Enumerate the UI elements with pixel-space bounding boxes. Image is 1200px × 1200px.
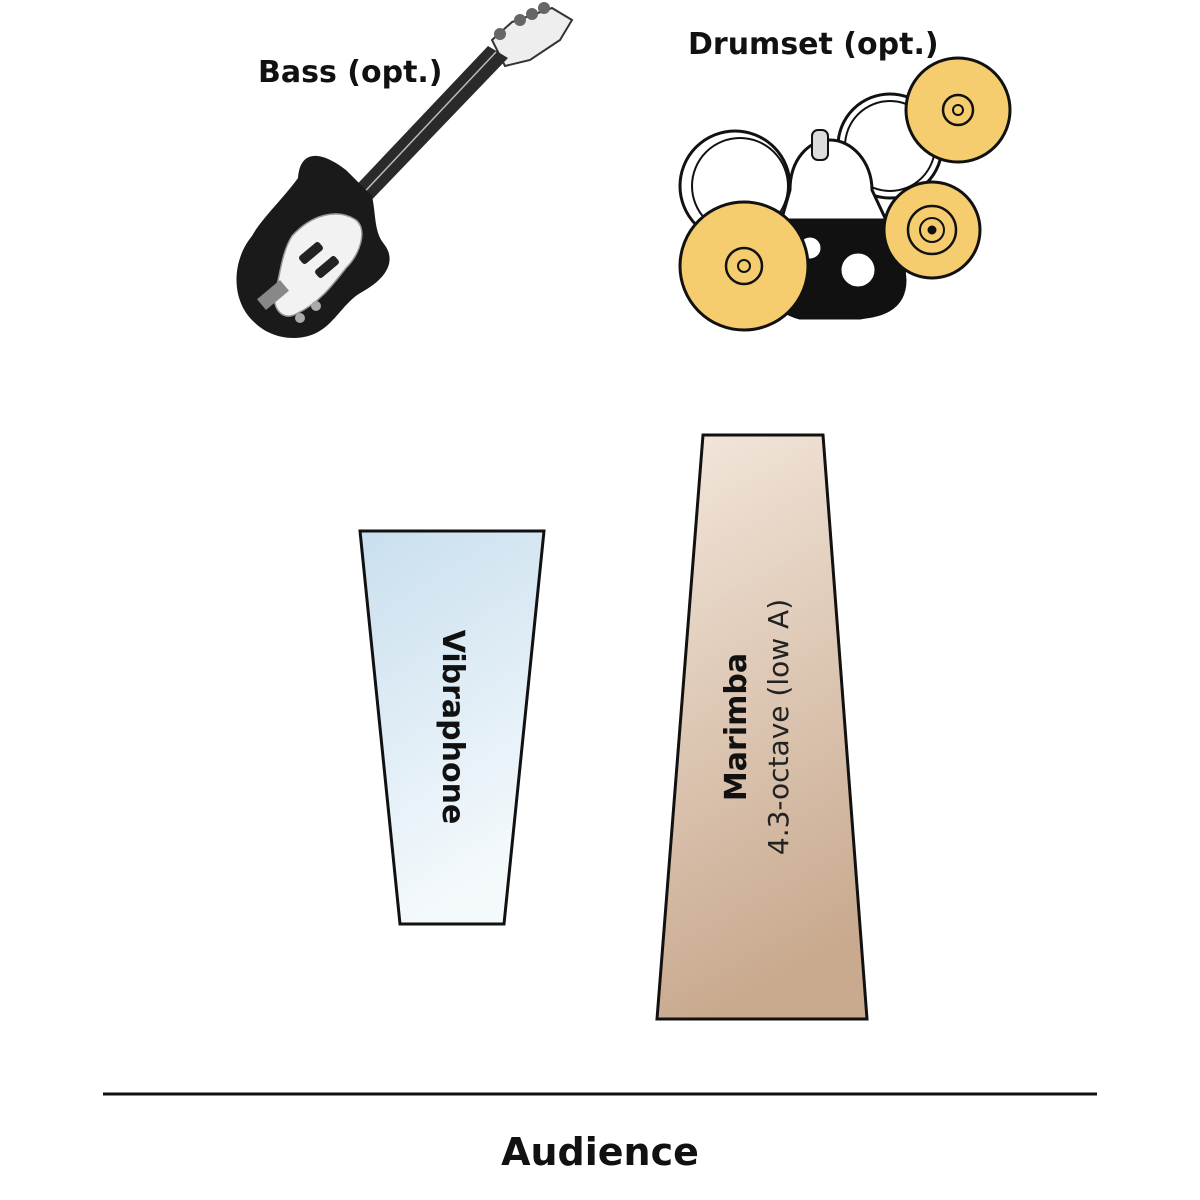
marimba-label: Marimba bbox=[719, 653, 754, 801]
bass-guitar-icon bbox=[236, 2, 574, 338]
drumset-label: Drumset (opt.) bbox=[688, 27, 939, 62]
audience-label: Audience bbox=[501, 1130, 699, 1174]
vibraphone-shape bbox=[358, 529, 546, 926]
marimba-shape bbox=[655, 433, 869, 1021]
marimba-detail: 4.3-octave (low A) bbox=[762, 599, 795, 855]
drumset-icon bbox=[678, 56, 1012, 332]
bass-label: Bass (opt.) bbox=[258, 55, 443, 90]
vibraphone-label: Vibraphone bbox=[435, 630, 470, 825]
